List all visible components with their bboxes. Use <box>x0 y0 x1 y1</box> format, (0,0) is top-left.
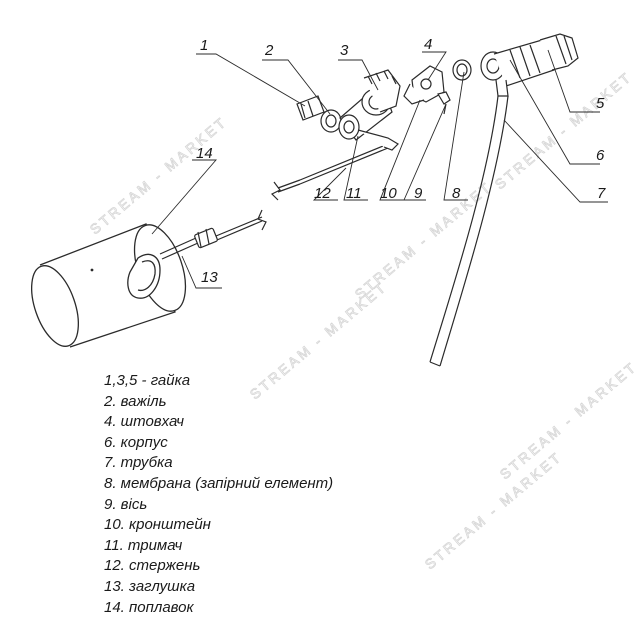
legend-item: 12. стержень <box>104 557 201 575</box>
part-valve-assembly <box>403 59 472 115</box>
watermark-text: STREAM - MARKET <box>87 113 231 237</box>
watermark-text: STREAM - MARKET <box>497 358 640 482</box>
part-lever-assembly <box>296 69 401 151</box>
legend-item: 13. заглушка <box>104 577 196 595</box>
callout-9: 9 <box>414 185 423 202</box>
callout-2: 2 <box>264 42 274 59</box>
callout-3: 3 <box>340 42 349 59</box>
legend-item: 8. мембрана (запірний елемент) <box>104 474 334 492</box>
legend-item: 4. штовхач <box>104 413 185 431</box>
legend-item: 6. корпус <box>104 433 168 451</box>
callout-1: 1 <box>200 37 208 54</box>
legend-item: 7. трубка <box>104 454 173 472</box>
part-body <box>480 33 579 97</box>
callout-7: 7 <box>597 185 606 202</box>
legend-item: 10. кронштейн <box>104 516 211 534</box>
callout-6: 6 <box>596 147 605 164</box>
legend-item: 11. тримач <box>104 536 183 554</box>
part-tube <box>429 95 509 367</box>
part-plug-rod <box>159 143 389 260</box>
watermark-text: STREAM - MARKET <box>352 178 496 302</box>
callout-13: 13 <box>201 269 218 286</box>
watermark-text: STREAM - MARKET <box>422 448 566 572</box>
callout-10: 10 <box>380 185 397 202</box>
callout-4: 4 <box>424 36 432 53</box>
parts-legend: 1,3,5 - гайка 2. важіль 4. штовхач 6. ко… <box>104 371 333 618</box>
callout-labels: 1 2 3 4 5 6 7 8 9 10 11 12 13 14 <box>196 36 606 286</box>
callout-12: 12 <box>314 185 331 202</box>
legend-item: 9. вісь <box>104 495 148 513</box>
legend-item: 1,3,5 - гайка <box>104 372 191 389</box>
callout-11: 11 <box>346 185 362 202</box>
legend-item: 2. важіль <box>104 392 167 410</box>
legend-item: 14. поплавок <box>104 598 194 616</box>
callout-5: 5 <box>596 95 605 112</box>
leader-lines <box>151 49 608 289</box>
callout-8: 8 <box>452 185 461 202</box>
callout-14: 14 <box>196 145 213 162</box>
part-float <box>31 223 187 348</box>
